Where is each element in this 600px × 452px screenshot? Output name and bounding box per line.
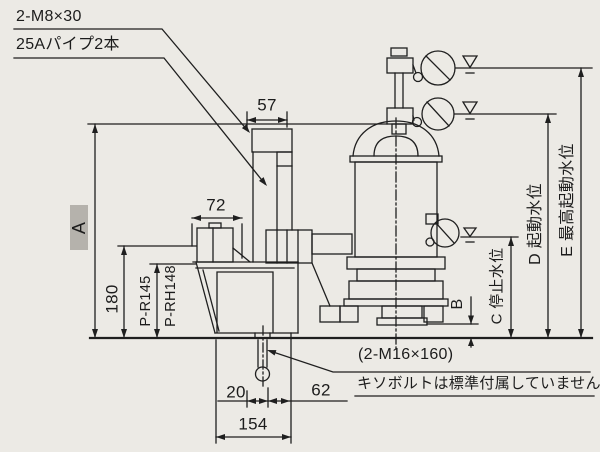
water-level-stop — [460, 227, 519, 243]
water-level-max-start — [455, 55, 593, 74]
dimension-cde-lines — [510, 67, 582, 339]
dim-62: 62 — [311, 380, 331, 400]
callout-top-bolts: 2-M8×30 — [16, 8, 82, 25]
callout-leader-lines — [13, 28, 266, 185]
dim-72: 72 — [206, 195, 226, 215]
arrowheads — [92, 68, 584, 440]
dimension-72-lines — [191, 217, 243, 259]
discharge-base — [192, 222, 299, 339]
callout-anchor-note: キソボルトは標準付属していません — [357, 375, 600, 392]
dim-154: 154 — [238, 414, 268, 434]
dim-variant-pr: P-R145 — [137, 275, 154, 327]
dim-20: 20 — [226, 382, 246, 402]
callout-guide-pipes: 25Aパイプ2本 — [16, 36, 120, 53]
dim-d-start-level: D 起動水位 — [527, 183, 544, 265]
callout-anchor-bolts: (2-M16×160) — [358, 346, 454, 363]
dim-b: B — [449, 298, 466, 310]
dimension-180-lines — [117, 245, 197, 339]
dimension-pr-lines — [149, 263, 197, 339]
dim-e-max-start-level: E 最高起動水位 — [559, 143, 576, 257]
dim-a: A — [69, 221, 89, 234]
float-switch-middle — [411, 97, 455, 131]
dim-variant-prh: P-RH148 — [162, 265, 179, 327]
dim-57: 57 — [257, 95, 277, 115]
dimension-a-lines — [87, 123, 388, 339]
float-switch-top — [412, 50, 456, 86]
dim-180: 180 — [102, 284, 122, 314]
dimension-bottom-lines — [215, 332, 348, 444]
anchor-bolt — [254, 325, 271, 388]
dim-c-stop-level: C 停止水位 — [488, 247, 506, 325]
guide-pipe — [251, 128, 353, 323]
water-level-start — [454, 101, 557, 120]
dim-a-highlight-box: A — [69, 205, 89, 250]
pump-body — [339, 117, 479, 351]
float-switch-stop — [425, 213, 460, 248]
